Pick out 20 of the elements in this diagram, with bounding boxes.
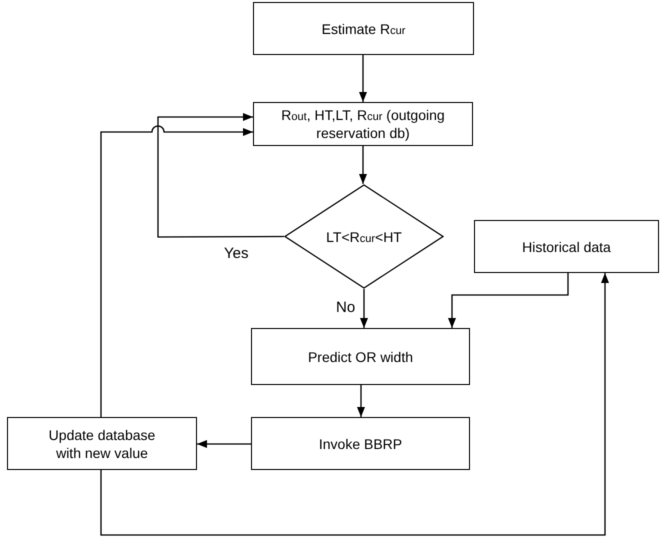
node-label: Predict OR width [308, 348, 414, 366]
arrow [100, 125, 253, 417]
arrow [357, 385, 365, 417]
node-label: Invoke BBRP [318, 434, 402, 452]
process-box [7, 417, 197, 470]
arrow [100, 273, 609, 536]
process-box [253, 2, 474, 55]
node-label: Historical data [522, 238, 611, 256]
node-label: Update database with new value [48, 426, 156, 462]
arrow [359, 146, 367, 184]
arrow [157, 113, 284, 238]
process-box [251, 417, 470, 470]
process-box [251, 328, 470, 385]
arrow [360, 289, 368, 328]
decision-diamond [284, 184, 444, 289]
process-box [253, 102, 473, 146]
arrow [448, 273, 569, 328]
arrow [197, 440, 251, 448]
arrow [359, 55, 367, 102]
process-box [474, 220, 659, 273]
